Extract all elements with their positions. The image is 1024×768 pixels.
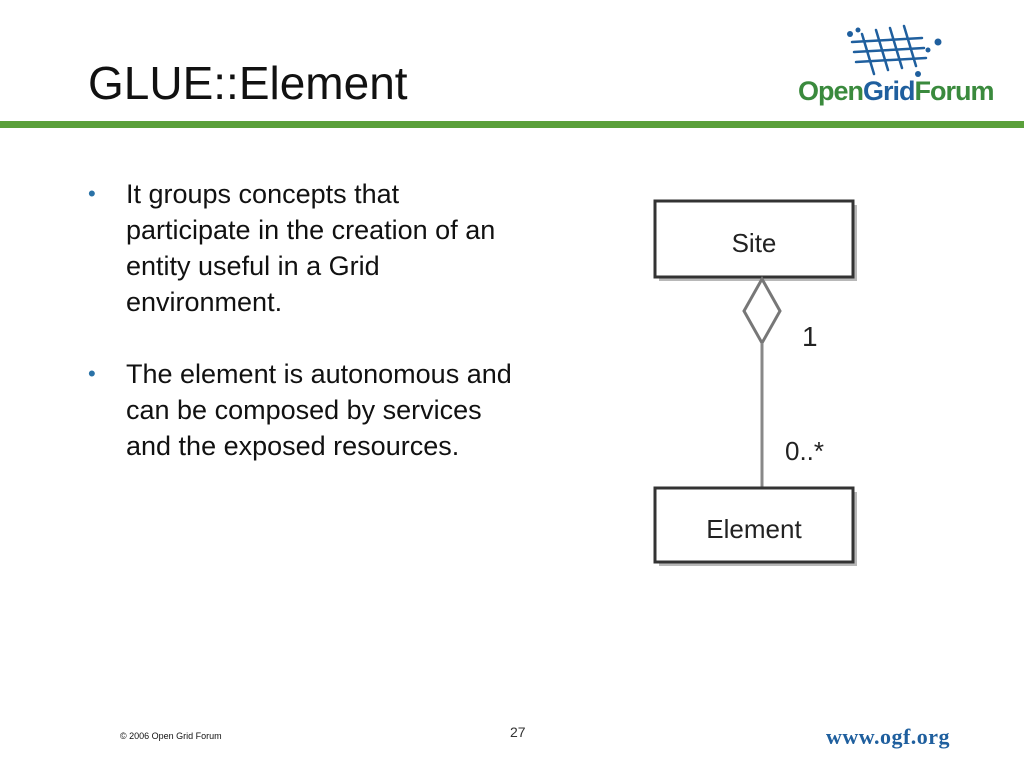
- title-divider: [0, 121, 1024, 128]
- footer-url[interactable]: www.ogf.org: [826, 724, 951, 749]
- aggregation-diamond: [742, 275, 782, 347]
- bullet-list: • It groups concepts that participate in…: [88, 176, 518, 500]
- bullet-item: • The element is autonomous and can be c…: [88, 356, 518, 464]
- site-class-label: Site: [732, 228, 777, 258]
- bullet-text: The element is autonomous and can be com…: [126, 359, 512, 461]
- logo-word-grid: Grid: [863, 76, 916, 106]
- site-class-box: [653, 199, 855, 279]
- uml-diagram: Site 1 0..* Element: [653, 199, 857, 566]
- bullet-marker: •: [88, 181, 96, 206]
- element-class-label: Element: [706, 514, 802, 544]
- logo-word-forum: Forum: [914, 76, 995, 106]
- bullet-text: It groups concepts that participate in t…: [126, 179, 496, 317]
- logo-word-open: Open: [798, 76, 864, 106]
- bullet-marker: •: [88, 361, 96, 386]
- bullet-item: • It groups concepts that participate in…: [88, 176, 518, 320]
- grid-mesh-icon: [847, 24, 942, 77]
- element-class-box: [653, 486, 855, 564]
- footer-copyright: © 2006 Open Grid Forum: [120, 731, 222, 741]
- slide-title: GLUE::Element: [88, 57, 408, 109]
- ogf-logo: OpenGridForum: [790, 20, 995, 115]
- page-number: 27: [510, 724, 526, 740]
- multiplicity-site: 1: [802, 321, 818, 352]
- logo-wordmark: OpenGridForum: [798, 76, 995, 107]
- multiplicity-element: 0..*: [785, 436, 824, 466]
